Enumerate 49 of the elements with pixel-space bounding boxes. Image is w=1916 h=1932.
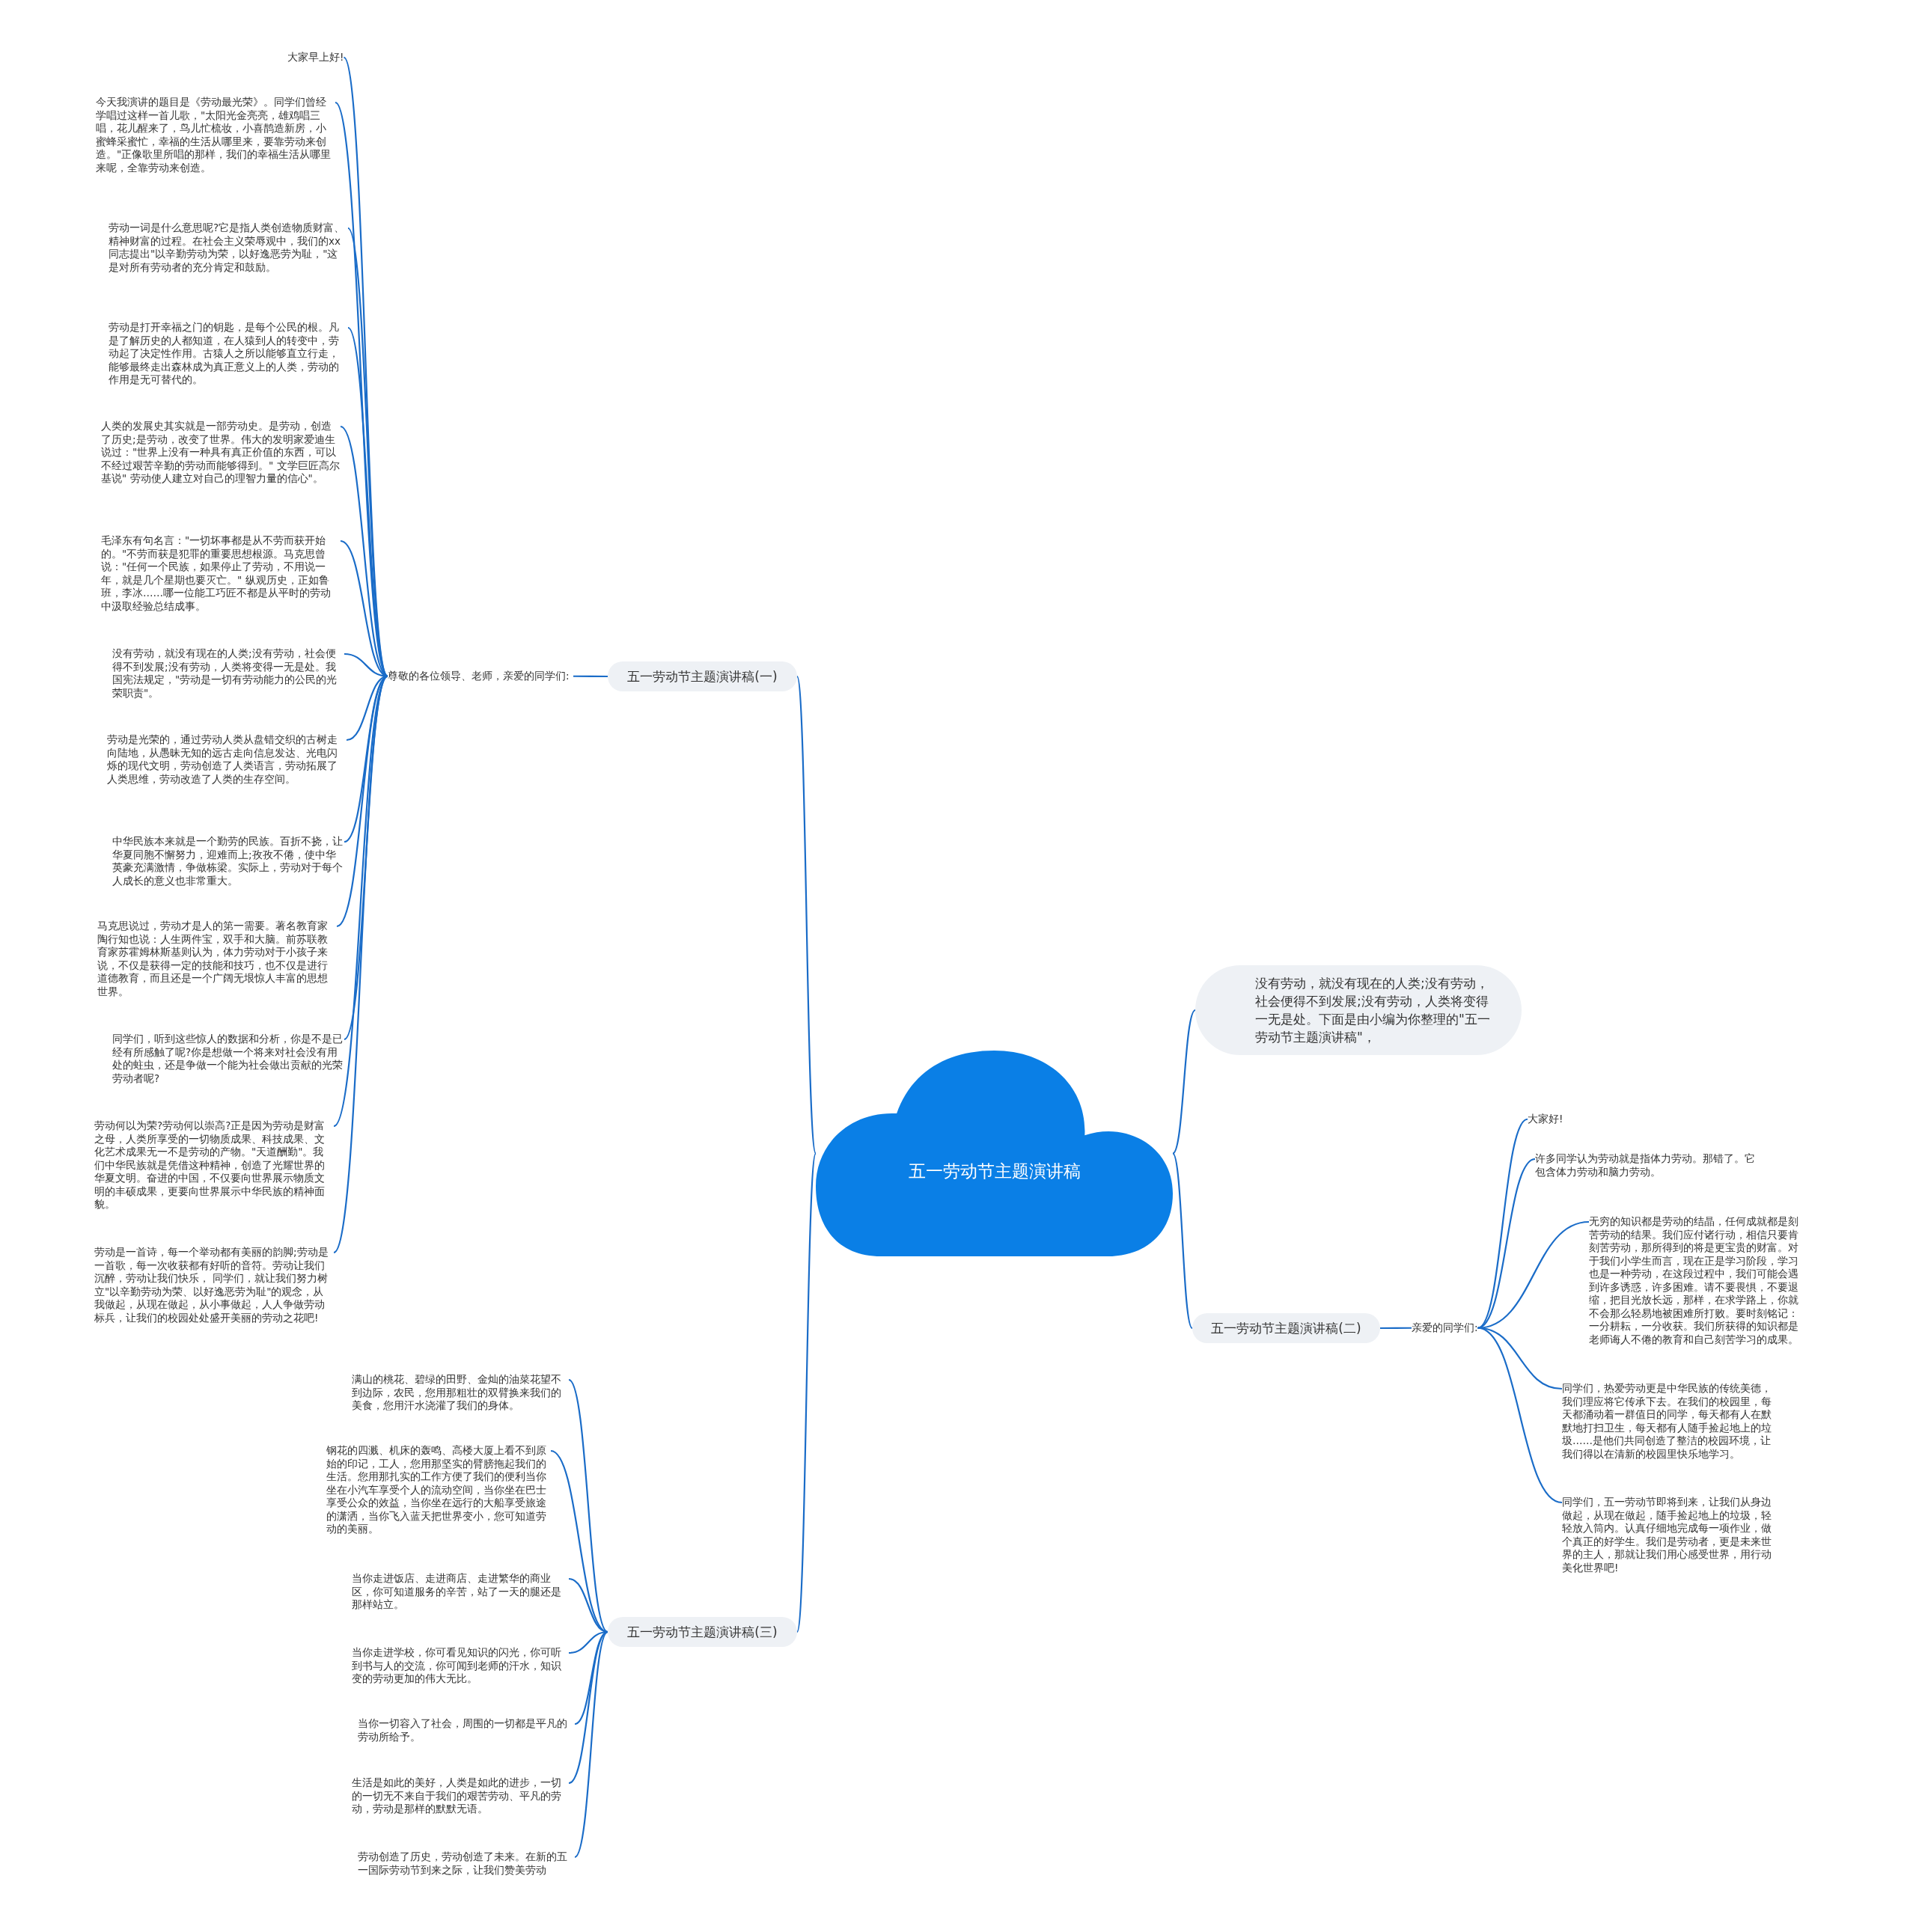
speech-paragraph: 劳动一词是什么意思呢?它是指人类创造物质财富、精神财富的过程。在社会主义荣辱观中，我们的xx同志提出"以辛勤劳动为荣，以好逸恶劳为耻，"这是对所有劳动者的充分肯定和鼓励。 [109,221,348,274]
speech-paragraph: 人类的发展史其实就是一部劳动史。是劳动，创造了历史;是劳动，改变了世界。伟大的发明家爱迪生说过："世界上没有一种具有真正价值的东西，可以不经过艰苦辛勤的劳动而能够得到。" 文学巨匠高尔基说" 劳动使人建立对自己的理智力量的信心"。 [101,420,341,486]
connector-line [568,1631,608,1784]
speech-paragraph: 许多同学认为劳动就是指体力劳动。那错了。它包含体力劳动和脑力劳动。 [1535,1152,1760,1179]
connector-line [796,1153,817,1633]
speech-paragraph: 今天我演讲的题目是《劳动最光荣》。同学们曾经学唱过这样一首儿歌，"太阳光金亮亮，雄鸡唱三唱，花儿醒来了，鸟儿忙梳妆，小喜鹊造新房，小蜜蜂采蜜忙，幸福的生活从哪里来，要靠劳动来创造。"正像歌里所唱的那样，我们的幸福生活从哪里来呢，全靠劳动来创造。 [96,96,335,174]
speech-paragraph: 劳动是一首诗，每一个举动都有美丽的韵脚;劳动是一首歌，每一次收获都有好听的音符。劳动让我们沉醉，劳动让我们快乐， 同学们，就让我们努力树立"以辛勤劳动为荣、以好逸恶劳为耻"的观念，从我做起，从现在做起，从小事做起，人人争做劳动标兵，让我们的校园处处盛开美丽的劳动之花吧! [94,1246,334,1324]
speech-paragraph: 同学们，热爱劳动更是中华民族的传统美德，我们理应将它传承下去。在我们的校园里，每天都涌动着一群值日的同学，每天都有人在默默地打扫卫生，每天都有人随手捡起地上的垃圾……是他们共同创造了整洁的校园环境，让我们得以在清新的校园里快乐地学习。 [1562,1382,1781,1461]
speech-paragraph: 没有劳动，就没有现在的人类;没有劳动，社会便得不到发展;没有劳动，人类将变得一无是处。我国宪法规定，"劳动是一切有劳动能力的公民的光荣职责"。 [112,647,344,700]
connector-line [1477,1327,1563,1504]
summary-bubble: 没有劳动，就没有现在的人类;没有劳动，社会便得不到发展;没有劳动，人类将变得一无是处。下面是由小编为你整理的"五一劳动节主题演讲稿"， [1195,965,1522,1055]
central-topic-label: 五一劳动节主题演讲稿 [907,1161,1081,1182]
connector-line [574,1631,608,1858]
speech-paragraph: 生活是如此的美好，人类是如此的进步，一切的一切无不来自于我们的艰苦劳动、平凡的劳动，劳动是那样的默默无语。 [352,1776,569,1816]
connector-line [1477,1158,1536,1329]
connector-line [568,1577,608,1633]
connector-line [1172,1152,1193,1329]
speech-paragraph: 马克思说过，劳动才是人的第一需要。著名教育家陶行知也说：人生两件宝，双手和大脑。前苏联教育家苏霍姆林斯基则认为，体力劳动对于小孩子来说，不仅是获得一定的技能和技巧，也不仅是进行道德教育，而且还是一个广阔无垠惊人丰富的思想世界。 [97,920,337,998]
connector-line [336,675,388,927]
speech-paragraph: 大家好! [1528,1113,1563,1126]
speech-paragraph: 劳动是打开幸福之门的钥匙，是每个公民的根。凡是了解历史的人都知道，在人猿到人的转变中，劳动起了决定性作用。古猿人之所以能够直立行走，能够最终走出森林成为真正意义上的人类，劳动的作用是无可替代的。 [109,321,348,387]
speech-paragraph: 当你走进饭店、走进商店、走进繁华的商业区，你可知道服务的辛苦，站了一天的腿还是那样站立。 [352,1572,569,1612]
connector-line [568,1379,608,1633]
speech-paragraph: 大家早上好! [287,51,344,64]
speech-paragraph: 劳动是光荣的，通过劳动人类从盘错交织的古树走向陆地，从愚昧无知的远古走向信息发达、光电闪烁的现代文明，劳动创造了人类语言，劳动拓展了人类思维，劳动改造了人类的生存空间。 [107,733,347,786]
branch-topic: 五一劳动节主题演讲稿(二) [1192,1313,1380,1343]
speech-paragraph: 当你走进学校，你可看见知识的闪光，你可听到书与人的交流，你可闻到老师的汗水，知识变的劳动更加的伟大无比。 [352,1646,569,1686]
connector-line [347,327,388,677]
speech-paragraph: 同学们，听到这些惊人的数据和分析，你是不是已经有所感触了呢?你是想做一个将来对社会没有用处的蛀虫，还是争做一个能为社会做出贡献的光荣劳动者呢? [112,1033,344,1085]
speech-paragraph: 同学们，五一劳动节即将到来，让我们从身边做起，从现在做起，随手捡起地上的垃圾，轻轻放入筒内。认真仔细地完成每一项作业，做个真正的好学生。我们是劳动者，更是未来世界的主人，那就让我们用心感受世界，用行动美化世界吧! [1562,1496,1781,1574]
speech-paragraph: 尊敬的各位领导、老师，亲爱的同学们: [388,670,573,683]
branch-topic: 五一劳动节主题演讲稿(一) [608,661,797,691]
speech-paragraph: 钢花的四溅、机床的轰鸣、高楼大厦上看不到原始的印记，工人，您用那坚实的臂膀拖起我们的生活。您用那扎实的工作方便了我们的便利当你坐在小汽车享受个人的流动空间，当你坐在巴士享受公众的效益，当你坐在远行的大船享受旅途的潇洒，当你飞入蓝天把世界变小，您可知道劳动的美丽。 [326,1444,551,1536]
speech-paragraph: 劳动创造了历史，劳动创造了未来。在新的五一国际劳动节到来之际，让我们赞美劳动 [358,1850,575,1877]
connector-line [1477,1220,1590,1329]
connector-line [1380,1327,1412,1330]
branch-topic: 五一劳动节主题演讲稿(三) [608,1617,797,1647]
speech-paragraph: 劳动何以为荣?劳动何以崇高?正是因为劳动是财富之母，人类所享受的一切物质成果、科技成果、文化艺术成果无一不是劳动的产物。"天道酬勤"。我们中华民族就是凭借这种精神，创造了光耀世界的华夏文明。奋进的中国，不仅要向世界展示物质文明的丰硕成果，更要向世界展示中华民族的精神面貌。 [94,1119,334,1211]
speech-paragraph: 无穷的知识都是劳动的结晶，任何成就都是刻苦劳动的结果。我们应付诸行动，相信只要肯刻苦劳动，那所得到的将是更宝贵的财富。对于我们小学生而言，现在正是学习阶段，学习也是一种劳动，在这段过程中，我们可能会遇到许多诱惑，许多困难。请不要畏惧，不要退缩，把目光放长远，那样，在求学路上，你就不会那么轻易地被困难所打败。要时刻铭记：一分耕耘，一分收获。我们所获得的知识都是老师诲人不倦的教育和自己刻苦学习的成果。 [1589,1215,1807,1346]
connector-line [333,676,388,1253]
connector-line [573,675,608,678]
speech-paragraph: 亲爱的同学们: [1412,1321,1478,1335]
speech-paragraph: 中华民族本来就是一个勤劳的民族。百折不挠，让华夏同胞不懈努力，迎难而上;孜孜不倦，使中华英豪充满激情，争做栋梁。实际上，劳动对于每个人成长的意义也非常重大。 [112,835,344,887]
speech-paragraph: 满山的桃花、碧绿的田野、金灿的油菜花望不到边际，农民，您用那粗壮的双臂换来我们的美食，您用汗水浇灌了我们的身体。 [352,1373,569,1413]
connector-line [796,676,817,1154]
speech-paragraph: 毛泽东有句名言："一切坏事都是从不劳而获开始的。"不劳而获是犯罪的重要思想根源。马克思曾说："任何一个民族，如果停止了劳动，不用说一年，就是几个星期也要灭亡。" 纵观历史，正如鲁班，李冰……哪一位能工巧匠不都是从平时的劳动中汲取经验总结成事。 [101,534,341,613]
speech-paragraph: 当你一切容入了社会，周围的一切都是平凡的劳动所给予。 [358,1717,575,1743]
connector-line [340,540,388,677]
connector-line [1172,1009,1196,1155]
